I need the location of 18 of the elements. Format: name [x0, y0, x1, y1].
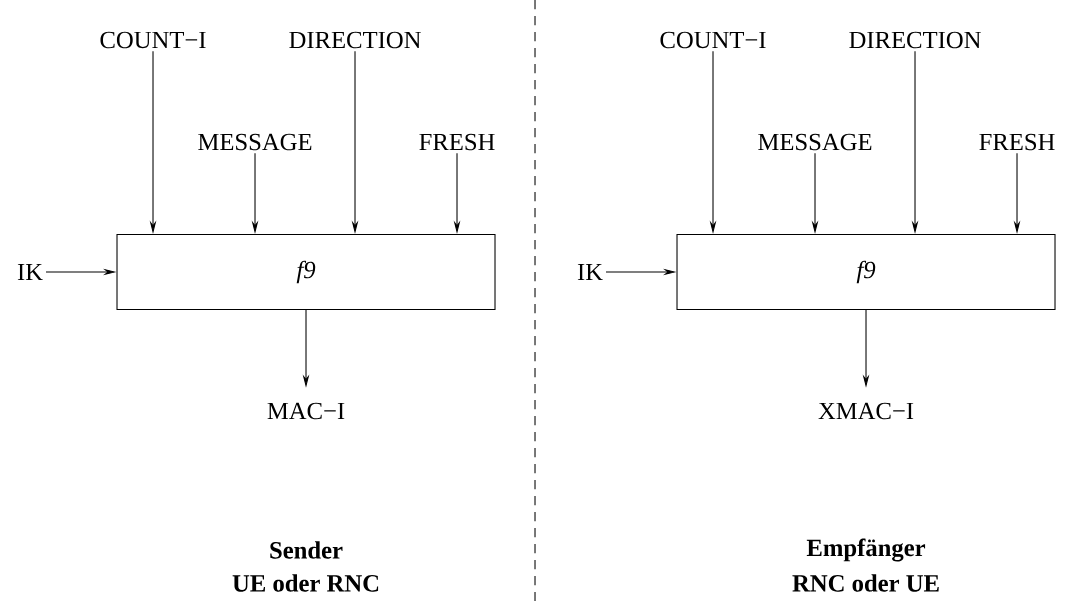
caption-text: Sender — [270, 541, 343, 559]
signal-label: FRESH — [419, 133, 495, 151]
signal-label: DIRECTION — [849, 31, 981, 49]
caption-text: Empfänger — [806, 538, 926, 562]
function-box: f9 — [116, 233, 496, 311]
signal-label: MAC−I — [267, 402, 345, 420]
signal-label: DIRECTION — [289, 31, 421, 49]
signal-label: COUNT−I — [100, 31, 206, 49]
signal-label: XMAC−I — [818, 402, 914, 420]
function-box: f9 — [676, 233, 1056, 311]
signal-label: MESSAGE — [758, 133, 872, 151]
signal-label: COUNT−I — [660, 31, 766, 49]
signal-label: IK — [577, 263, 603, 281]
caption-text: RNC oder UE — [792, 574, 939, 592]
signal-label: IK — [17, 263, 43, 281]
signal-label: MESSAGE — [198, 133, 312, 151]
signal-label: FRESH — [979, 133, 1055, 151]
caption-text: UE oder RNC — [232, 574, 379, 592]
